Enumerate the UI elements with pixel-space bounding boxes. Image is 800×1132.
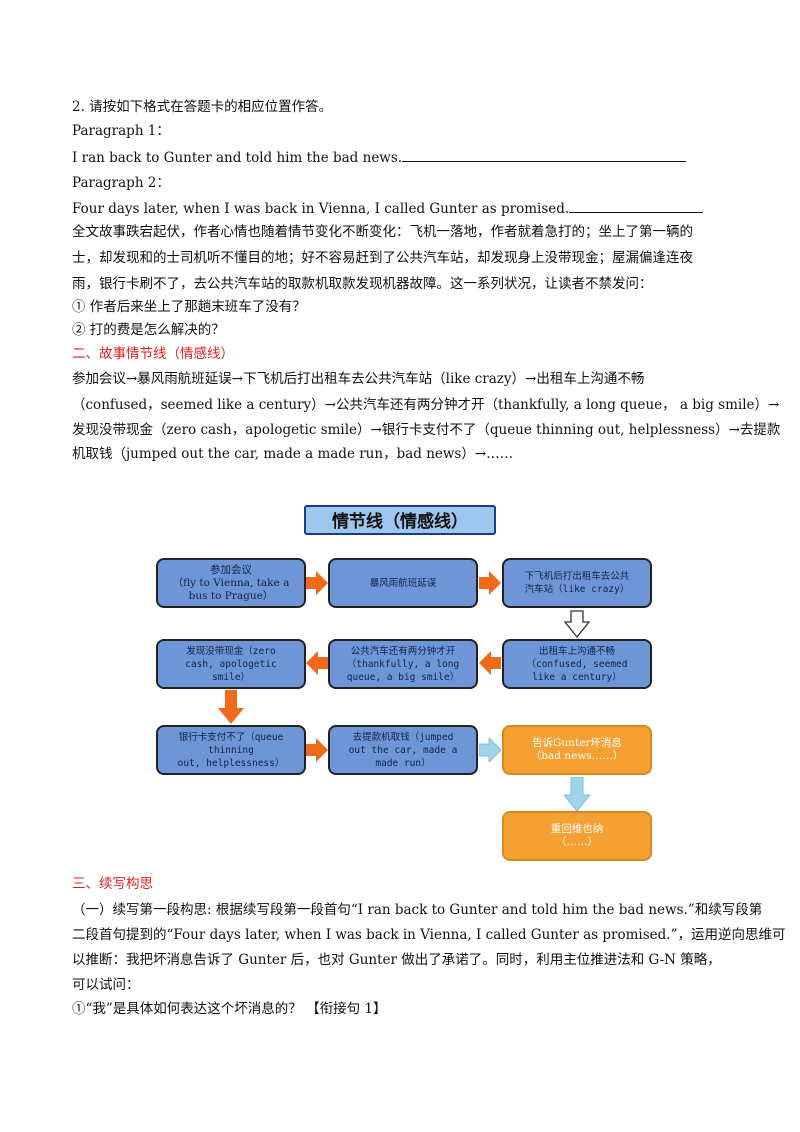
arrow-right-icon [306,571,328,595]
arrow-right-icon [479,571,501,595]
idea-text-line: 可以试问： [72,977,140,993]
section-heading-3: 三、续写构思 [72,876,153,892]
paragraph-2-label: Paragraph 2： [72,175,170,191]
answer-blank[interactable] [402,147,687,162]
flow-box-bus-two-minutes: 公共汽车还有两分钟才开 （thankfully, a long queue, a… [328,639,478,689]
paragraph-2-first-sentence: Four days later, when I was back in Vien… [72,198,704,219]
body-text-line: 士，却发现和的士司机听不懂目的地；好不容易赶到了公共汽车站，却发现身上没带现金；… [72,250,693,266]
arrow-left-icon [479,651,501,675]
paragraph-1-label: Paragraph 1： [72,123,170,139]
flow-box-card-failed: 银行卡支付不了（queue thinning out, helplessness… [156,725,306,775]
idea-question: ①“我”是具体如何表达这个坏消息的？ 【衔接句 1】 [72,1001,387,1017]
question-item: ① 作者后来坐上了那趟末班车了没有？ [72,299,306,315]
idea-text-line: （一）续写第一段构思: 根据续写段第一段首句“I ran back to Gun… [72,902,763,918]
flow-box-taxi-communication: 出租车上沟通不畅 （confused, seemed like a centur… [502,639,652,689]
instruction-line: 2. 请按如下格式在答题卡的相应位置作答。 [72,99,333,115]
question-item: ② 打的费是怎么解决的？ [72,322,225,338]
arrow-down-outline-icon [564,610,590,638]
flow-box-attend-meeting: 参加会议 （fly to Vienna, take a bus to Pragu… [156,558,306,608]
body-text-line: 雨，银行卡刷不了，去公共汽车站的取款机取款发现机器故障。这一系列状况，让读者不禁… [72,276,653,292]
plot-line-text: 参加会议→暴风雨航班延误→下飞机后打出租车去公共汽车站（like crazy）→… [72,371,645,387]
arrow-down-light-icon [564,777,590,811]
answer-blank[interactable] [569,198,704,213]
body-text-line: 全文故事跌宕起伏，作者心情也随着情节变化不断变化：飞机一落地，作者就着急打的；坐… [72,224,693,240]
flow-box-no-cash: 发现没带现金（zero cash, apologetic smile） [156,639,306,689]
section-heading-2: 二、故事情节线（情感线） [72,346,234,362]
flow-box-flight-delay: 暴风雨航班延误 [328,558,478,608]
idea-text-line: 以推断：我把坏消息告诉了 Gunter 后，也对 Gunter 做出了承诺了。同… [72,952,721,968]
paragraph-1-first-sentence: I ran back to Gunter and told him the ba… [72,147,687,168]
plot-flowchart: 情节线（情感线） 参加会议 （fly to Vienna, take a bus… [154,503,652,863]
plot-line-text: （confused，seemed like a century）→公共汽车还有两… [72,397,780,413]
flowchart-title: 情节线（情感线） [304,505,496,535]
flow-box-atm: 去提款机取钱（jumped out the car, made a made r… [328,725,478,775]
flow-box-back-vienna: 重回维也纳 （……） [502,811,652,861]
arrow-right-icon [306,738,328,762]
arrow-down-icon [218,690,244,724]
arrow-left-icon [306,651,328,675]
plot-line-text: 机取钱（jumped out the car, made a made run，… [72,446,514,462]
plot-line-text: 发现没带现金（zero cash，apologetic smile）→银行卡支付… [72,422,781,438]
flow-box-taxi: 下飞机后打出租车去公共 汽车站（like crazy） [502,558,652,608]
arrow-right-light-icon [479,738,501,762]
flow-box-tell-gunter: 告诉Gunter坏消息 （bad news……） [502,725,652,775]
idea-text-line: 二段首句提到的“Four days later, when I was back… [72,927,786,943]
